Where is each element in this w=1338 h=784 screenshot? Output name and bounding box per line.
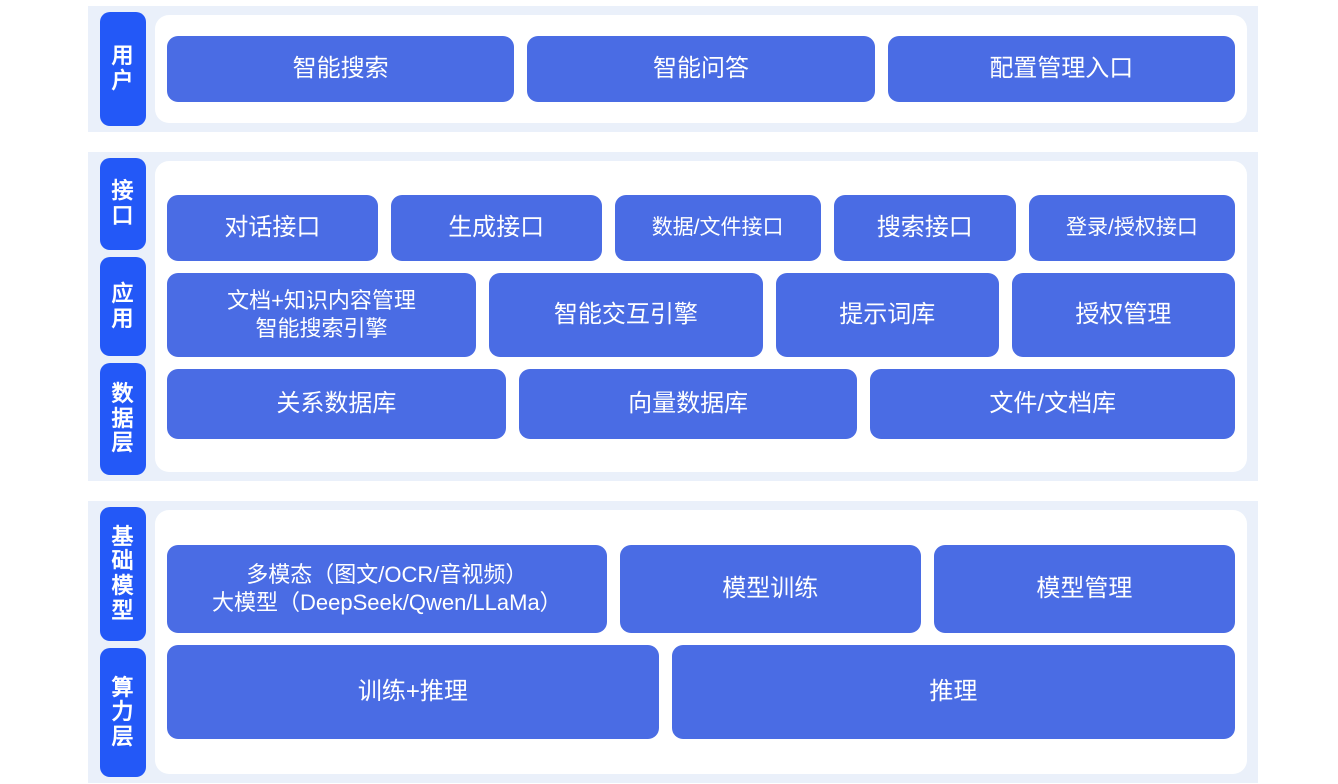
layer-tab-data[interactable]: 数 据 层	[100, 363, 146, 475]
row-data-stores: 关系数据库 向量数据库 文件/文档库	[167, 368, 1236, 439]
section-platform-layers: 接 口 应 用 数 据 层 对话接口 生成接口 数据/文件接口 搜索接口 登录/…	[88, 152, 1258, 481]
box-vector-database[interactable]: 向量数据库	[518, 368, 858, 439]
panel-platform-layers: 对话接口 生成接口 数据/文件接口 搜索接口 登录/授权接口 文档+知识内容管理…	[155, 161, 1247, 472]
tab-column-foundation: 基 础 模 型 算 力 层	[88, 501, 146, 783]
layer-tab-user-char-0: 用	[111, 43, 135, 69]
section-foundation-layers: 基 础 模 型 算 力 层 多模态（图文/OCR/音视频） 大模型（DeepSe…	[88, 501, 1258, 783]
section-user-layer: 用 户 智能搜索 智能问答 配置管理入口	[88, 6, 1258, 132]
layer-tab-interface-char-0: 接	[111, 178, 135, 204]
box-relational-database[interactable]: 关系数据库	[167, 368, 506, 439]
row-model-modules: 多模态（图文/OCR/音视频） 大模型（DeepSeek/Qwen/LLaMa）…	[167, 545, 1235, 633]
layer-tab-compute-char-2: 层	[111, 723, 135, 749]
box-login-auth-api[interactable]: 登录/授权接口	[1028, 194, 1235, 261]
layer-tab-data-char-1: 据	[111, 405, 135, 431]
box-file-document-store[interactable]: 文件/文档库	[870, 368, 1236, 439]
layer-tab-foundation-model-char-2: 模	[111, 573, 135, 598]
panel-user-layer: 智能搜索 智能问答 配置管理入口	[155, 15, 1247, 123]
box-multimodal-large-model[interactable]: 多模态（图文/OCR/音视频） 大模型（DeepSeek/Qwen/LLaMa）	[167, 545, 607, 633]
box-smart-search[interactable]: 智能搜索	[167, 36, 515, 102]
box-generation-api[interactable]: 生成接口	[390, 194, 602, 261]
layer-tab-foundation-model-char-3: 型	[111, 597, 135, 623]
layer-tab-data-char-0: 数	[111, 381, 135, 407]
tab-column-platform: 接 口 应 用 数 据 层	[88, 152, 146, 481]
layer-tab-foundation-model[interactable]: 基 础 模 型	[100, 507, 146, 641]
layer-tab-compute-char-1: 力	[111, 699, 135, 725]
box-training-and-inference[interactable]: 训练+推理	[167, 645, 659, 739]
box-document-knowledge-management[interactable]: 文档+知识内容管理 智能搜索引擎	[167, 272, 477, 357]
box-inference[interactable]: 推理	[671, 645, 1235, 739]
layer-tab-foundation-model-char-1: 础	[111, 548, 135, 574]
box-smart-interaction-engine[interactable]: 智能交互引擎	[489, 272, 763, 357]
layer-tab-interface[interactable]: 接 口	[100, 158, 146, 250]
layer-tab-compute[interactable]: 算 力 层	[100, 648, 146, 777]
row-application-modules: 文档+知识内容管理 智能搜索引擎 智能交互引擎 提示词库 授权管理	[167, 272, 1235, 357]
row-user-entries: 智能搜索 智能问答 配置管理入口	[167, 36, 1235, 102]
box-search-api[interactable]: 搜索接口	[833, 194, 1016, 261]
box-config-management-entry[interactable]: 配置管理入口	[887, 36, 1235, 102]
layer-tab-compute-char-0: 算	[111, 674, 135, 700]
layer-tab-user-char-1: 户	[111, 68, 135, 93]
box-model-management[interactable]: 模型管理	[933, 545, 1235, 633]
panel-foundation-layers: 多模态（图文/OCR/音视频） 大模型（DeepSeek/Qwen/LLaMa）…	[155, 510, 1247, 774]
layer-tab-application-char-0: 应	[111, 280, 135, 306]
layer-tab-application-char-1: 用	[111, 305, 135, 331]
box-prompt-library[interactable]: 提示词库	[775, 272, 999, 357]
layer-tab-interface-char-1: 口	[111, 203, 135, 228]
row-compute-modules: 训练+推理 推理	[167, 645, 1235, 739]
layer-tab-data-char-2: 层	[111, 430, 135, 456]
box-model-training[interactable]: 模型训练	[619, 545, 921, 633]
layer-tab-foundation-model-char-0: 基	[111, 523, 135, 549]
row-interface-apis: 对话接口 生成接口 数据/文件接口 搜索接口 登录/授权接口	[167, 194, 1235, 261]
box-authorization-management[interactable]: 授权管理	[1011, 272, 1235, 357]
layer-tab-application[interactable]: 应 用	[100, 257, 146, 356]
box-smart-qa[interactable]: 智能问答	[527, 36, 875, 102]
box-dialog-api[interactable]: 对话接口	[167, 194, 378, 261]
box-data-file-api[interactable]: 数据/文件接口	[614, 194, 821, 261]
tab-column-user: 用 户	[88, 6, 146, 132]
layer-tab-user[interactable]: 用 户	[100, 12, 146, 126]
